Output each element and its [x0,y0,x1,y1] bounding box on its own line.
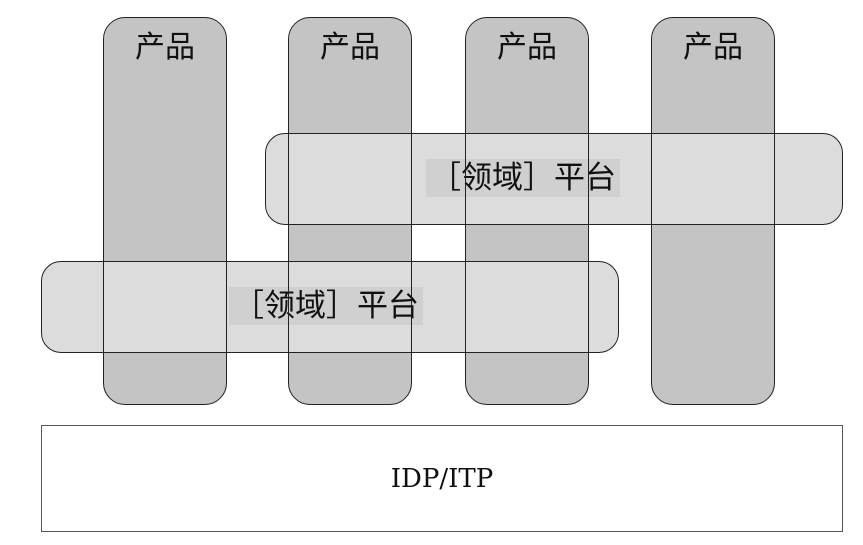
product-label-2: 产品 [320,30,380,65]
product-label-3: 产品 [497,30,557,65]
idp-itp-base-box: IDP/ITP [41,425,843,532]
product-label-1: 产品 [135,30,195,65]
platform-band-lower: ［领域］平台 [41,261,619,353]
product-label-4: 产品 [683,30,743,65]
platform-band-upper: ［领域］平台 [265,133,843,225]
platform-label-upper: ［领域］平台 [426,159,620,197]
idp-itp-label: IDP/ITP [390,463,494,494]
platform-label-lower: ［领域］平台 [229,287,423,325]
